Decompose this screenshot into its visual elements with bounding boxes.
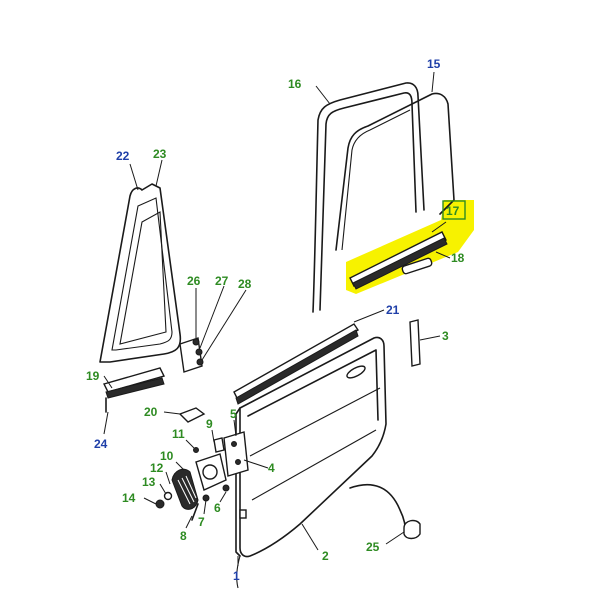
washer-13: [163, 491, 173, 501]
callout-1: 1: [233, 569, 240, 583]
callout-17: 17: [446, 204, 460, 218]
callout-19: 19: [86, 369, 100, 383]
callouts: 15 16 17 18 21 3 22 23 26 27 28 19 24 20…: [86, 57, 466, 583]
callout-18: 18: [451, 251, 465, 265]
callout-15: 15: [427, 57, 441, 71]
sill-clip: [401, 257, 433, 275]
hinge-bracket: [179, 337, 203, 373]
callout-21: 21: [386, 303, 400, 317]
lock-cover: [171, 468, 199, 510]
quarter-lower-seal: [102, 367, 166, 393]
quarter-light-frame: [99, 183, 182, 363]
hinge-bolt-c: [196, 358, 204, 366]
striker-trim: [409, 319, 421, 367]
glass-run-channel: [312, 82, 425, 313]
callout-6: 6: [214, 501, 221, 515]
callout-24: 24: [94, 437, 108, 451]
lock-cover-ribs: [177, 475, 197, 505]
window-glass: [335, 92, 455, 251]
callout-7: 7: [198, 515, 205, 529]
callout-11: 11: [172, 427, 185, 441]
screw-6: [222, 484, 230, 492]
door-stud: [239, 509, 247, 519]
callout-4: 4: [268, 461, 275, 475]
quarter-light-glass: [119, 211, 167, 345]
door-crease-lower: [251, 429, 377, 501]
quarter-lower-seal-dark: [105, 377, 165, 399]
hinge-bolt-a: [192, 338, 200, 346]
screw-11: [193, 447, 199, 453]
callout-3: 3: [442, 329, 449, 343]
callout-22: 22: [116, 149, 130, 163]
callout-2: 2: [322, 549, 329, 563]
callout-8: 8: [180, 529, 187, 543]
clip: [178, 407, 206, 423]
door-shell-flange: [247, 349, 379, 421]
callout-5: 5: [230, 407, 237, 421]
glass-run-channel-inner: [319, 92, 417, 311]
door-front-skin: [236, 555, 241, 589]
callout-23: 23: [153, 147, 167, 161]
quarter-light-frame-inner: [111, 197, 173, 351]
callout-28: 28: [238, 277, 252, 291]
door-shell: [239, 336, 387, 558]
leader-lines: [103, 71, 451, 566]
lock-screw-a: [231, 441, 237, 447]
window-glass-inner-edge: [341, 109, 411, 251]
latch-9: [213, 437, 225, 453]
callout-20: 20: [144, 405, 158, 419]
callout-13: 13: [142, 475, 156, 489]
door-crease-upper: [249, 387, 381, 457]
callout-17-box: [442, 200, 466, 220]
door-handle-recess: [346, 365, 366, 379]
callout-12: 12: [150, 461, 164, 475]
callout-25: 25: [366, 540, 380, 554]
callout-27: 27: [215, 274, 229, 288]
door-front-edge: [235, 407, 241, 557]
hinge-bolt-b: [195, 348, 203, 356]
sill-curve: [349, 483, 407, 537]
callout-9: 9: [206, 417, 213, 431]
callout-26: 26: [187, 274, 201, 288]
callout-10: 10: [160, 449, 174, 463]
belt-moulding-dark: [235, 329, 359, 405]
lock-plate: [223, 431, 249, 477]
sill-strip-inner: [352, 237, 448, 290]
plug: [403, 519, 421, 540]
lock-screw-b: [235, 459, 241, 465]
bolt-14: [155, 499, 165, 509]
lock-cylinder: [202, 464, 218, 480]
callout-16: 16: [288, 77, 302, 91]
rod-8: [191, 503, 199, 521]
callout-14: 14: [122, 491, 136, 505]
